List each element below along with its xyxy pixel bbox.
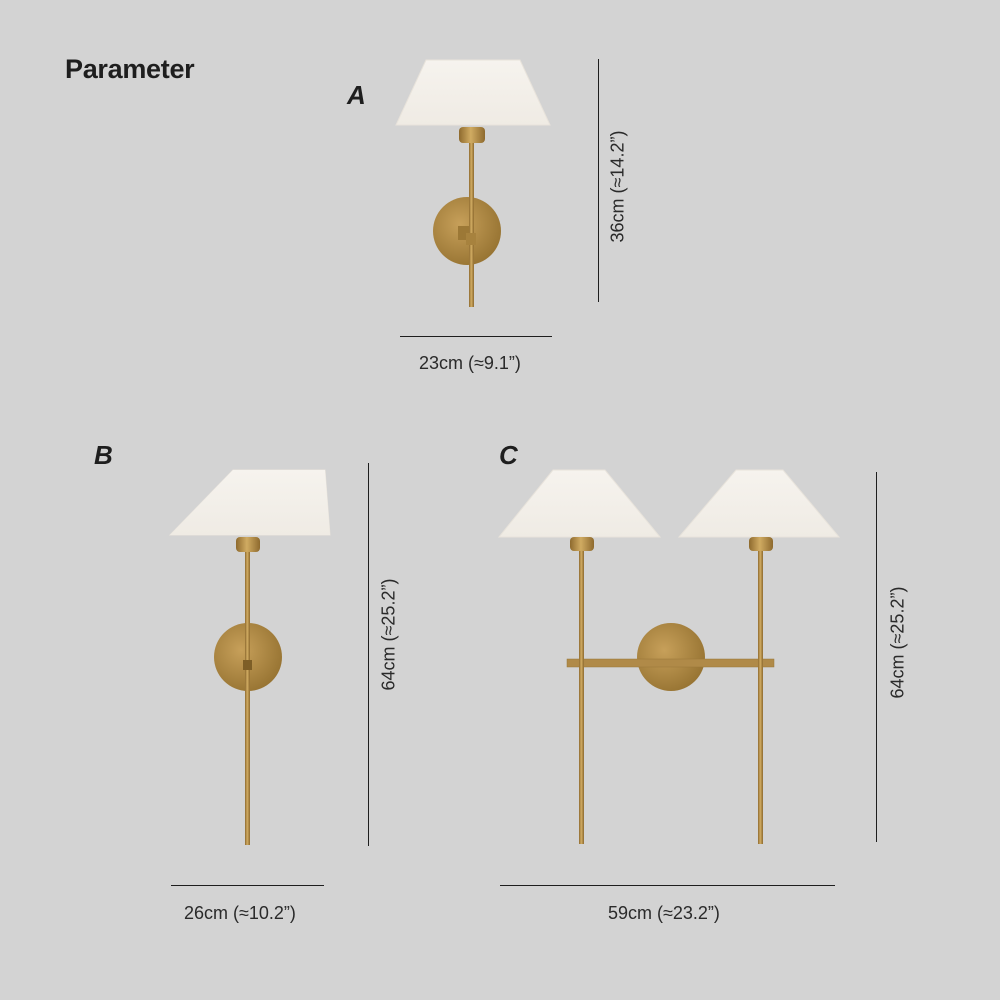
dim-width-a: 23cm (≈9.1”) xyxy=(419,353,521,373)
variant-label-a: A xyxy=(347,80,366,110)
dim-line-width-b xyxy=(171,885,324,886)
variant-label-b: B xyxy=(94,440,113,470)
dim-width-b: 26cm (≈10.2”) xyxy=(184,903,296,923)
page-title: Parameter xyxy=(65,54,195,84)
dim-height-c: 64cm (≈25.2”) xyxy=(887,586,908,699)
dim-line-height-c xyxy=(876,472,877,842)
dim-height-a: 36cm (≈14.2”) xyxy=(607,130,628,243)
dim-line-width-a xyxy=(400,336,552,337)
variant-label-c: C xyxy=(499,440,518,470)
dim-line-width-c xyxy=(500,885,835,886)
dim-width-c: 59cm (≈23.2”) xyxy=(608,903,720,923)
dim-line-height-a xyxy=(598,59,599,302)
dim-line-height-b xyxy=(368,463,369,846)
dim-height-b: 64cm (≈25.2”) xyxy=(378,578,399,691)
